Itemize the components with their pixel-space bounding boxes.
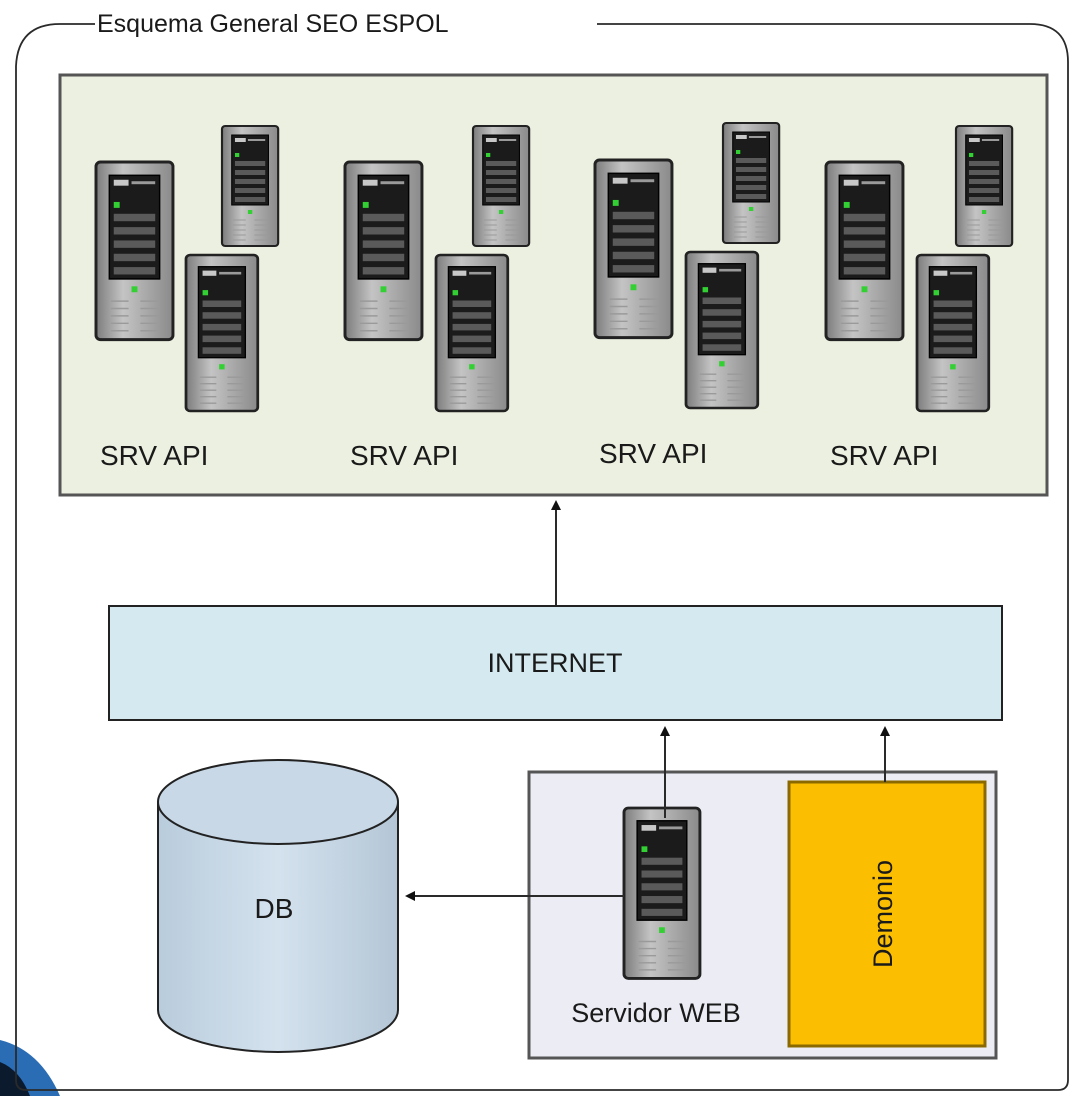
server-tower-icon	[471, 124, 531, 248]
server-tower-icon	[184, 253, 260, 413]
server-tower-icon	[915, 253, 991, 413]
corner-decoration	[0, 1040, 60, 1096]
api-server-area: SRV API SRV API SRV API SRV API	[58, 73, 1049, 497]
server-tower-icon	[343, 160, 424, 342]
server-tower-icon	[824, 160, 905, 342]
server-tower-icon	[94, 160, 175, 342]
api-server-label: SRV API	[599, 438, 707, 469]
daemon-box: Demonio	[787, 780, 987, 1048]
server-tower-icon	[721, 121, 781, 245]
database-label: DB	[255, 893, 294, 924]
frame-title: Esquema General SEO ESPOL	[97, 10, 449, 38]
server-group-1: SRV API	[94, 124, 280, 471]
server-tower-icon	[220, 124, 280, 248]
server-group-4: SRV API	[824, 124, 1014, 471]
daemon-label: Demonio	[868, 860, 898, 968]
database-cylinder: DB	[157, 759, 399, 1053]
api-server-label: SRV API	[100, 440, 208, 471]
server-tower-icon	[434, 253, 510, 413]
server-tower-icon	[684, 250, 760, 410]
server-tower-icon	[593, 158, 674, 340]
web-server-tower-icon	[622, 806, 702, 980]
server-group-2: SRV API	[343, 124, 531, 471]
server-group-3: SRV API	[593, 121, 781, 469]
internet-bar: INTERNET	[108, 605, 1003, 721]
internet-label: INTERNET	[488, 648, 623, 678]
outer-frame: Esquema General SEO ESPOL	[15, 10, 1069, 1091]
server-tower-icon	[954, 124, 1014, 248]
api-server-label: SRV API	[350, 440, 458, 471]
api-server-label: SRV API	[830, 440, 938, 471]
web-server-group: Servidor WEB Demonio	[527, 770, 998, 1060]
web-server-label: Servidor WEB	[571, 998, 741, 1028]
